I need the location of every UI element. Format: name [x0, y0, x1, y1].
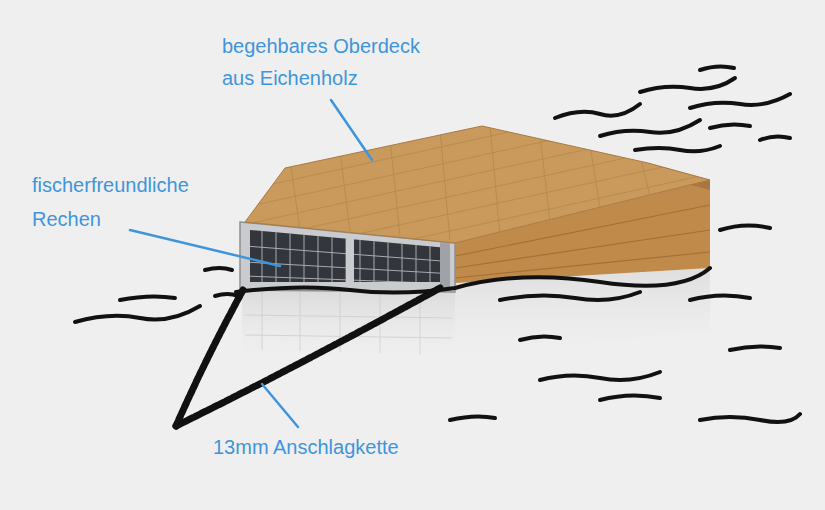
rake-callout: fischerfreundliche Rechen: [32, 168, 195, 236]
water-waves: [75, 66, 800, 422]
leader-lines: [130, 100, 372, 427]
oak-deck: [200, 90, 770, 305]
deck-callout: begehbares Oberdeck aus Eichenholz: [222, 30, 426, 94]
chain-callout: 13mm Anschlagkette: [213, 432, 399, 462]
mooring-chain: [176, 288, 440, 426]
